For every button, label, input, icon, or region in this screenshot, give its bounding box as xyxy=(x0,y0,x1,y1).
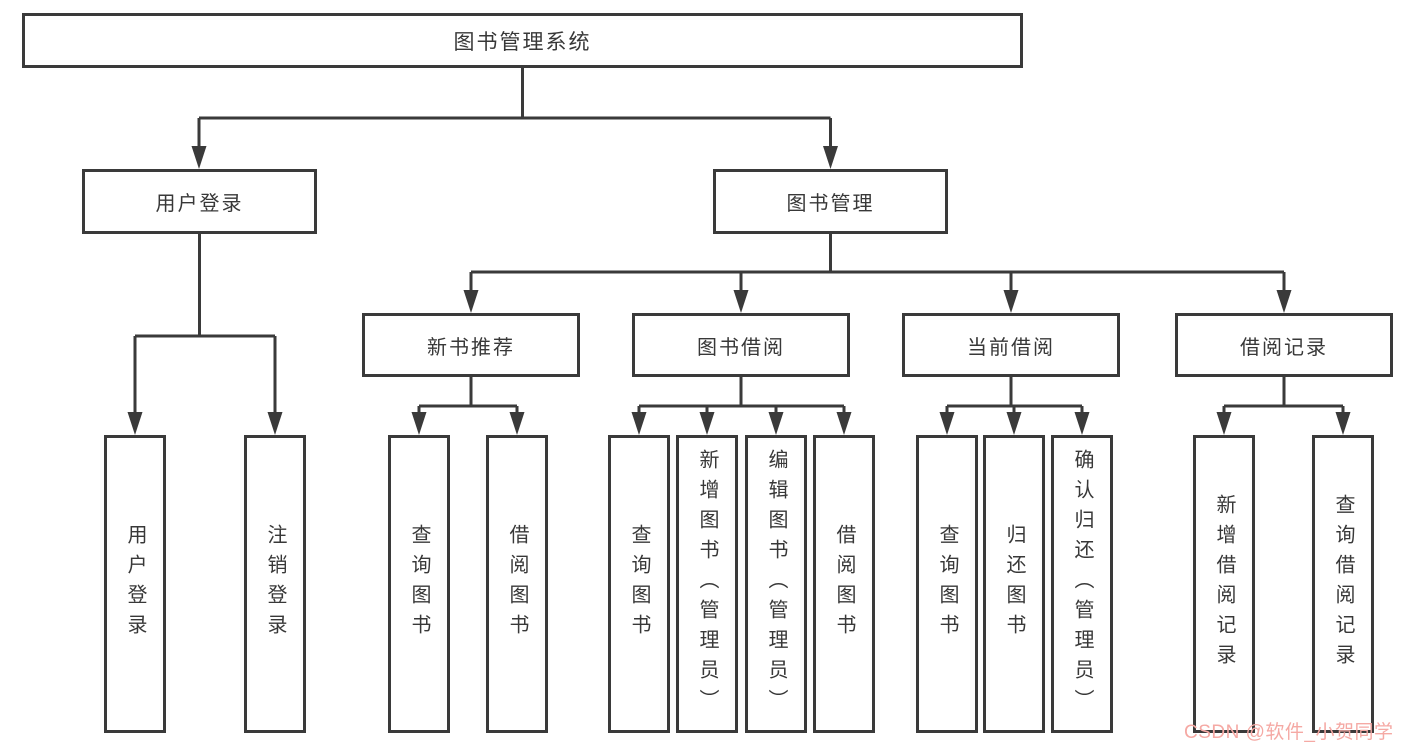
node-book-management: 图书管理 xyxy=(713,169,948,234)
node-user-login: 用户登录 xyxy=(82,169,317,234)
node-root: 图书管理系统 xyxy=(22,13,1023,68)
node-current-borrow-label: 当前借阅 xyxy=(967,336,1055,359)
leaf-logout-label: 注销登录 xyxy=(264,524,286,644)
leaf-current-query-book: 查询图书 xyxy=(916,435,978,733)
leaf-confirm-return-admin-label: 确认归还（管理员） xyxy=(1071,449,1093,719)
leaf-recommend-query-book: 查询图书 xyxy=(388,435,450,733)
leaf-add-borrow-record-label: 新增借阅记录 xyxy=(1213,494,1235,674)
leaf-edit-book-admin-label: 编辑图书（管理员） xyxy=(765,449,787,719)
leaf-borrow-query-book: 查询图书 xyxy=(608,435,670,733)
leaf-current-query-book-label: 查询图书 xyxy=(936,524,958,644)
node-book-borrow-label: 图书借阅 xyxy=(697,336,785,359)
leaf-confirm-return-admin: 确认归还（管理员） xyxy=(1051,435,1113,733)
node-borrow-record: 借阅记录 xyxy=(1175,313,1393,377)
leaf-borrow-book-label: 借阅图书 xyxy=(833,524,855,644)
leaf-borrow-query-book-label: 查询图书 xyxy=(628,524,650,644)
node-new-book-recommend: 新书推荐 xyxy=(362,313,580,377)
leaf-user-login-label: 用户登录 xyxy=(124,524,146,644)
leaf-borrow-book: 借阅图书 xyxy=(813,435,875,733)
leaf-add-borrow-record: 新增借阅记录 xyxy=(1193,435,1255,733)
leaf-add-book-admin-label: 新增图书（管理员） xyxy=(696,449,718,719)
leaf-recommend-borrow-book: 借阅图书 xyxy=(486,435,548,733)
leaf-query-borrow-record-label: 查询借阅记录 xyxy=(1332,494,1354,674)
node-root-label: 图书管理系统 xyxy=(453,30,592,54)
leaf-recommend-borrow-book-label: 借阅图书 xyxy=(506,524,528,644)
watermark-text: CSDN @软件_小贺同学 xyxy=(1184,722,1394,743)
arrowheads xyxy=(127,146,1351,435)
node-new-book-recommend-label: 新书推荐 xyxy=(427,336,515,359)
node-borrow-record-label: 借阅记录 xyxy=(1240,336,1328,359)
leaf-query-borrow-record: 查询借阅记录 xyxy=(1312,435,1374,733)
leaf-return-book: 归还图书 xyxy=(983,435,1045,733)
leaf-return-book-label: 归还图书 xyxy=(1003,524,1025,644)
node-book-borrow: 图书借阅 xyxy=(632,313,850,377)
leaf-logout: 注销登录 xyxy=(244,435,306,733)
leaf-recommend-query-book-label: 查询图书 xyxy=(408,524,430,644)
leaf-user-login: 用户登录 xyxy=(104,435,166,733)
node-current-borrow: 当前借阅 xyxy=(902,313,1120,377)
leaf-edit-book-admin: 编辑图书（管理员） xyxy=(745,435,807,733)
node-book-management-label: 图书管理 xyxy=(786,193,875,215)
node-user-login-label: 用户登录 xyxy=(155,193,244,215)
leaf-add-book-admin: 新增图书（管理员） xyxy=(676,435,738,733)
